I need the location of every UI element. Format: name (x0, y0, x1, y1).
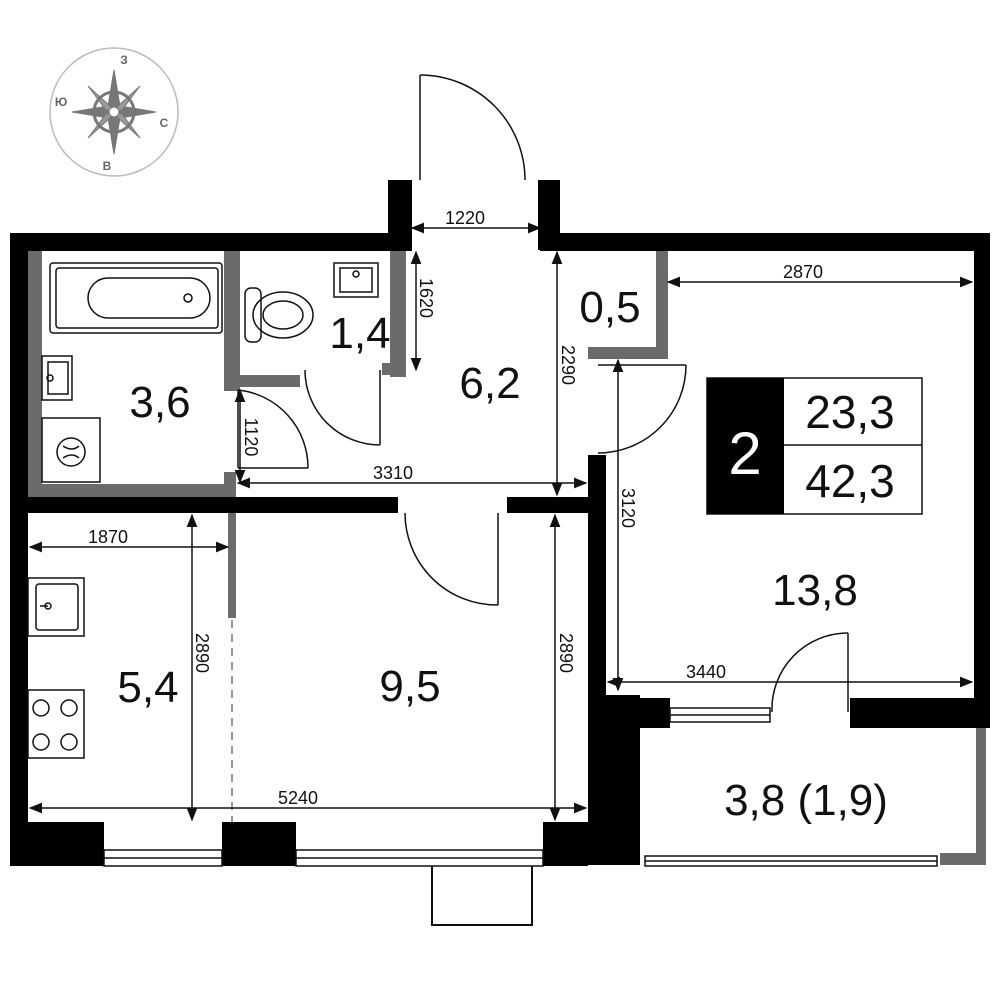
balcony-bay (431, 864, 533, 926)
dim-hall-height: 2290 (558, 345, 578, 385)
kitchen-sink-icon (27, 577, 85, 637)
compass-north-label: З (120, 53, 128, 67)
dimension-lines (28, 222, 974, 822)
dim-kitchen-height: 2890 (192, 633, 212, 673)
stove-icon (27, 689, 85, 759)
living-door (404, 512, 499, 606)
dim-hall-length: 3310 (373, 463, 413, 483)
exterior-walls (10, 180, 990, 866)
windows (103, 707, 938, 867)
toilet-door (304, 369, 381, 446)
room-labels: 3,6 1,4 6,2 0,5 13,8 5,4 9,5 3,8 (1,9) (117, 283, 888, 825)
room-living-area: 9,5 (379, 662, 440, 711)
total-area: 42,3 (805, 455, 895, 507)
dim-kitchen-width: 1870 (88, 527, 128, 547)
compass-rose-icon (71, 69, 157, 155)
toilet-icon (244, 287, 314, 343)
dim-bath-door: 1120 (241, 418, 261, 457)
dim-living-height: 2890 (556, 633, 576, 673)
bath-sink-icon (41, 355, 73, 401)
dim-entrance-width: 1220 (445, 208, 485, 228)
room-count: 2 (728, 420, 761, 487)
room-count-badge (707, 378, 784, 514)
room-balcony-area: 3,8 (1,9) (724, 776, 888, 825)
living-area-total: 23,3 (805, 386, 895, 438)
entrance-door (419, 74, 526, 181)
room-bathroom-area: 3,6 (129, 378, 190, 427)
room-closet-area: 0,5 (579, 283, 640, 332)
fixtures (27, 262, 379, 759)
compass: З С В Ю (49, 47, 179, 177)
room-bedroom-area: 13,8 (772, 566, 858, 615)
dim-total-width: 5240 (278, 788, 318, 808)
bathtub-icon (49, 262, 223, 334)
room-kitchen-area: 5,4 (117, 663, 178, 712)
dim-bedroom-width: 2870 (783, 262, 823, 282)
area-summary: 2 23,3 42,3 (706, 377, 923, 515)
dimension-labels: 1220 1620 2290 2870 1120 3310 3120 1870 … (88, 208, 823, 808)
compass-east-label: С (160, 116, 169, 130)
partitions (28, 251, 986, 865)
closet-door (597, 364, 687, 454)
room-hall-area: 6,2 (459, 359, 520, 408)
compass-south-label: В (103, 159, 112, 173)
toilet-sink-icon (333, 262, 379, 298)
room-toilet-area: 1,4 (329, 309, 390, 358)
dim-toilet-height: 1620 (416, 278, 436, 318)
dim-bedroom-length: 3440 (686, 662, 726, 682)
dim-bedroom-height: 3120 (618, 488, 638, 528)
washing-machine-icon (41, 417, 101, 483)
compass-west-label: Ю (55, 95, 67, 109)
balcony-door (771, 632, 849, 713)
